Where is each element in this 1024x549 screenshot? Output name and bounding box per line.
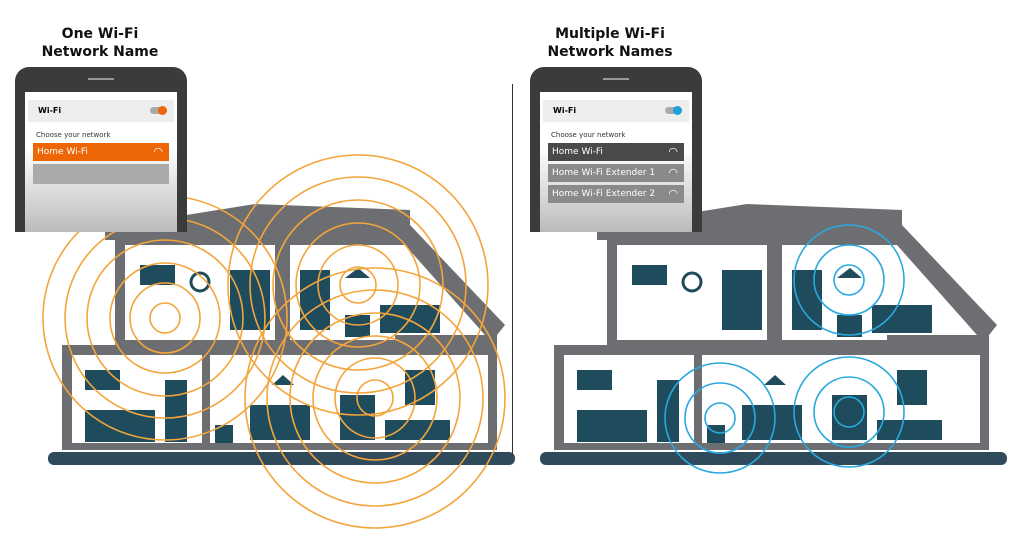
signal-wave [833, 264, 865, 296]
empty-network-slot [33, 164, 169, 184]
wifi-toggle[interactable] [665, 106, 682, 115]
wifi-icon: ◠ [153, 145, 163, 158]
furniture [165, 380, 187, 442]
furniture [85, 410, 155, 442]
signal-wave [833, 396, 865, 428]
furniture [345, 315, 370, 337]
signal-wave [266, 289, 484, 507]
network-item[interactable]: Home Wi-Fi Extender 2◠ [548, 185, 684, 203]
furniture [85, 370, 120, 390]
furniture [300, 270, 330, 330]
ground-base [48, 452, 515, 465]
furniture [707, 425, 725, 443]
signal-wave [813, 376, 885, 448]
signal-wave [813, 244, 885, 316]
signal-wave [289, 312, 461, 484]
furniture [877, 420, 942, 440]
signal-wave [227, 154, 489, 416]
wifi-icon: ◠ [668, 166, 678, 179]
signal-wave [793, 356, 905, 468]
furniture [897, 370, 927, 405]
furniture [250, 405, 310, 440]
signal-wave [317, 244, 399, 326]
wifi-icon: ◠ [668, 145, 678, 158]
ground-base [540, 452, 1007, 465]
furniture [657, 380, 679, 442]
signal-wave [664, 362, 776, 474]
signal-wave [129, 282, 201, 354]
network-item[interactable]: Home Wi-Fi◠ [548, 143, 684, 161]
furniture [632, 265, 667, 285]
choose-network-label: Choose your network [551, 131, 626, 139]
signal-wave [295, 222, 421, 348]
phone-single-network: Wi-Fi Choose your network Home Wi-Fi◠ [15, 67, 187, 232]
network-item[interactable]: Home Wi-Fi◠ [33, 143, 169, 161]
clock [681, 271, 703, 293]
choose-network-label: Choose your network [36, 131, 111, 139]
phone-multiple-networks: Wi-Fi Choose your network Home Wi-Fi◠ Ho… [530, 67, 702, 232]
furniture [385, 420, 450, 440]
furniture [577, 370, 612, 390]
signal-wave [339, 266, 377, 304]
signal-wave [312, 335, 438, 461]
signal-wave [793, 224, 905, 336]
furniture [792, 270, 822, 330]
signal-wave [149, 302, 181, 334]
clock [189, 271, 211, 293]
furniture [837, 315, 862, 337]
wifi-toggle[interactable] [150, 106, 167, 115]
signal-wave [684, 382, 756, 454]
furniture [215, 425, 233, 443]
signal-wave [356, 379, 394, 417]
signal-wave [109, 262, 221, 374]
divider [512, 84, 513, 454]
network-item[interactable]: Home Wi-Fi Extender 1◠ [548, 164, 684, 182]
signal-wave [272, 199, 444, 371]
wifi-setting-row: Wi-Fi [28, 100, 174, 122]
furniture [577, 410, 647, 442]
furniture [872, 305, 932, 333]
wifi-setting-row: Wi-Fi [543, 100, 689, 122]
signal-wave [86, 239, 244, 397]
signal-wave [704, 402, 736, 434]
wifi-icon: ◠ [668, 187, 678, 200]
furniture [722, 270, 762, 330]
furniture [140, 265, 175, 285]
signal-wave [244, 267, 506, 529]
signal-wave [334, 357, 416, 439]
